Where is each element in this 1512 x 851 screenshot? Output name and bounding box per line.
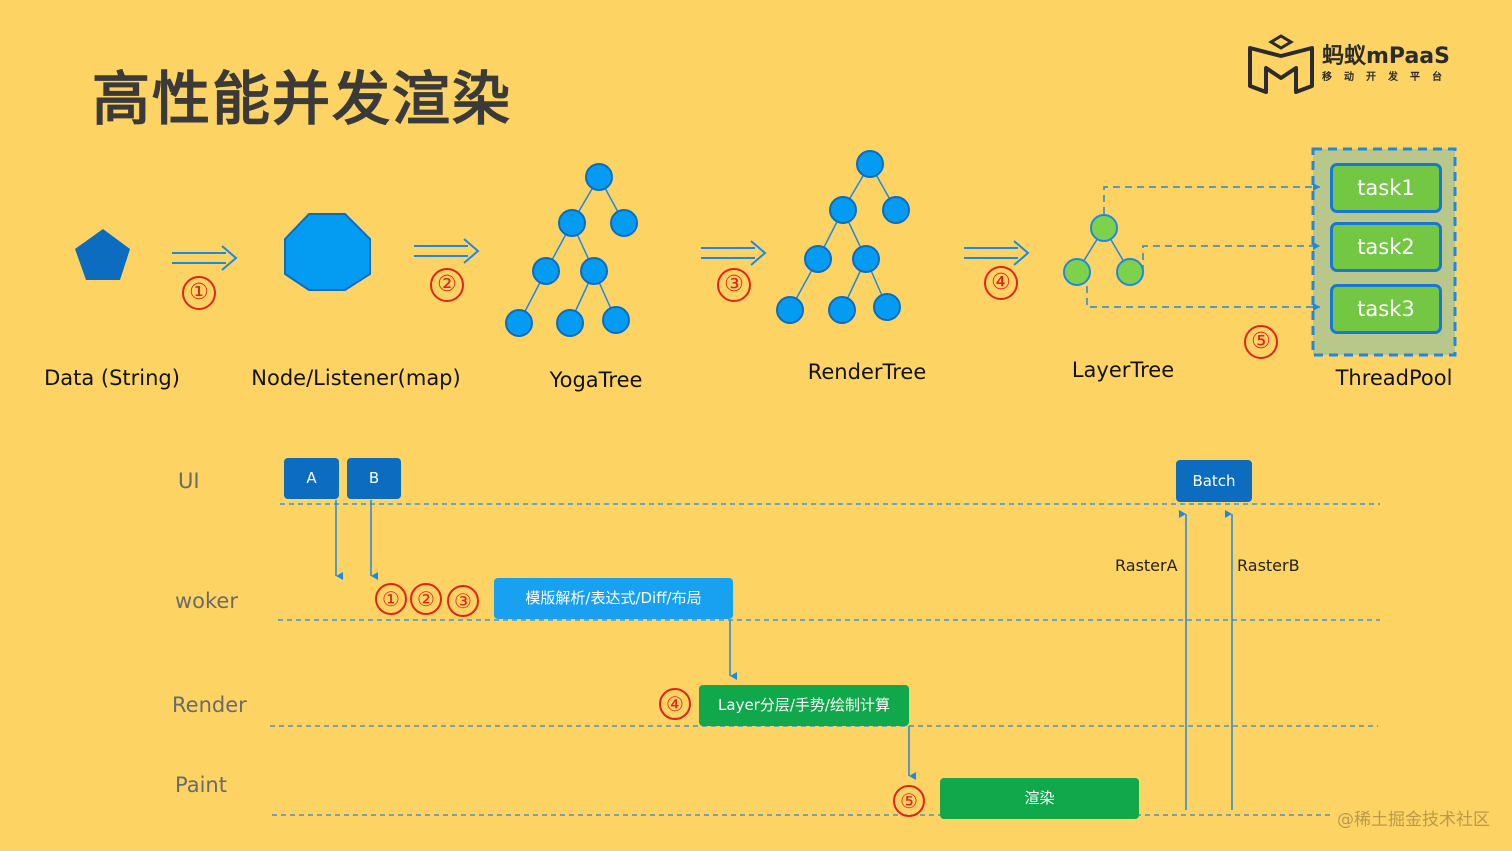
- stage-label: RenderTree: [807, 360, 927, 384]
- step-number-badge: ②: [430, 268, 464, 302]
- step-number-badge: ③: [447, 585, 479, 617]
- paint-task-box: 渲染: [940, 778, 1139, 819]
- step-number-badge: ②: [410, 583, 442, 615]
- lane-label-paint: Paint: [175, 773, 227, 797]
- step-number-badge: ①: [182, 276, 216, 310]
- pentagon-icon: [75, 229, 130, 280]
- raster-a-label: RasterA: [1115, 556, 1178, 575]
- mpaas-logo-icon: [1248, 34, 1314, 94]
- lane-label-ui: UI: [178, 469, 200, 493]
- watermark: @稀土掘金技术社区: [1337, 810, 1490, 830]
- render-tree-icon: [776, 150, 910, 324]
- yoga-tree-icon: [505, 163, 638, 337]
- stage-label: Node/Listener(map): [251, 366, 461, 390]
- render-task-box: Layer分层/手势/绘制计算: [699, 685, 909, 726]
- brand-name: 蚂蚁mPaaS: [1322, 44, 1450, 69]
- step-number-badge: ①: [375, 583, 407, 615]
- raster-b-label: RasterB: [1237, 556, 1300, 575]
- timeline-arrows: [335, 500, 1233, 810]
- stage-label: Data (String): [44, 366, 180, 390]
- ui-box-batch: Batch: [1176, 460, 1252, 502]
- stage-label: LayerTree: [1071, 358, 1175, 382]
- octagon-icon: [284, 213, 371, 291]
- brand-subtitle: 移动开发平台: [1322, 72, 1454, 83]
- double-arrow-icon: [414, 238, 480, 264]
- double-arrow-icon: [701, 240, 767, 266]
- stage-label: ThreadPool: [1335, 366, 1453, 390]
- step-number-badge: ③: [717, 268, 751, 302]
- worker-task-box: 模版解析/表达式/Diff/布局: [494, 578, 733, 619]
- double-arrow-icon: [172, 245, 238, 271]
- stage-label: YogaTree: [549, 368, 643, 392]
- task-box: task2: [1330, 222, 1442, 272]
- page-title: 高性能并发渲染: [92, 65, 513, 133]
- step-number-badge: ④: [659, 688, 691, 720]
- step-number-badge: ⑤: [893, 785, 925, 817]
- ui-box-a: A: [284, 458, 339, 499]
- step-number-badge: ④: [984, 266, 1018, 300]
- task-box: task3: [1330, 284, 1442, 334]
- task-box: task1: [1330, 163, 1442, 213]
- step-number-badge: ⑤: [1244, 325, 1278, 359]
- lane-divider-lines: [270, 503, 1380, 816]
- lane-label-worker: woker: [175, 589, 238, 613]
- ui-box-b: B: [347, 458, 401, 499]
- double-arrow-icon: [964, 240, 1030, 266]
- layer-tree-icon: [1063, 183, 1320, 311]
- lane-label-render: Render: [172, 693, 247, 717]
